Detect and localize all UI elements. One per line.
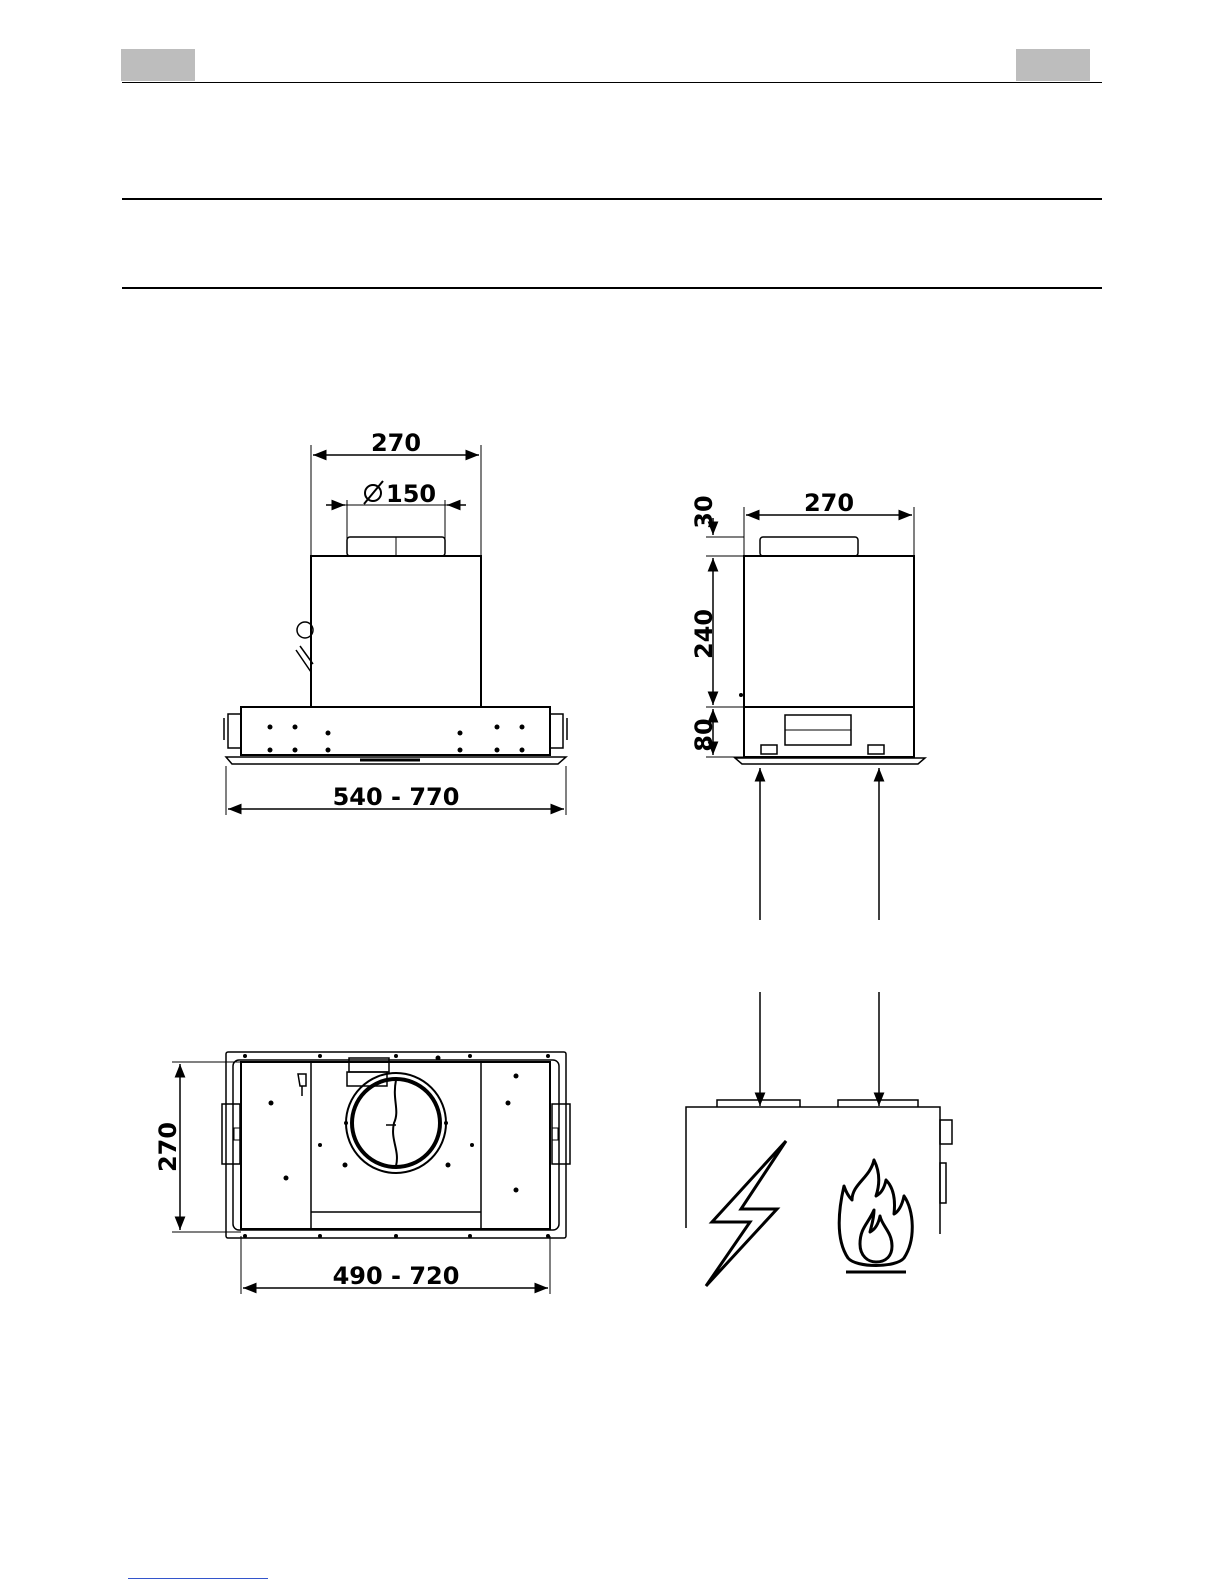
flame-icon bbox=[839, 1160, 912, 1272]
side-width-top-label: 270 bbox=[804, 489, 854, 517]
side-height-top-label: 30 bbox=[690, 495, 718, 528]
bottom-view bbox=[172, 1052, 570, 1294]
footer-link-underline bbox=[128, 1578, 268, 1579]
side-height-body-label: 240 bbox=[690, 609, 718, 659]
bottom-width-range-label: 490 - 720 bbox=[333, 1262, 460, 1290]
side-height-base-label: 80 bbox=[690, 718, 718, 751]
front-width-range-label: 540 - 770 bbox=[333, 783, 460, 811]
front-duct-diameter-label: 150 bbox=[386, 480, 436, 508]
front-view-screws bbox=[268, 725, 525, 753]
side-view-knob bbox=[739, 693, 743, 697]
side-view bbox=[706, 507, 925, 1106]
diameter-icon bbox=[364, 481, 383, 504]
front-width-top-label: 270 bbox=[371, 429, 421, 457]
bottom-depth-label: 270 bbox=[154, 1122, 182, 1172]
lightning-icon bbox=[706, 1141, 786, 1286]
